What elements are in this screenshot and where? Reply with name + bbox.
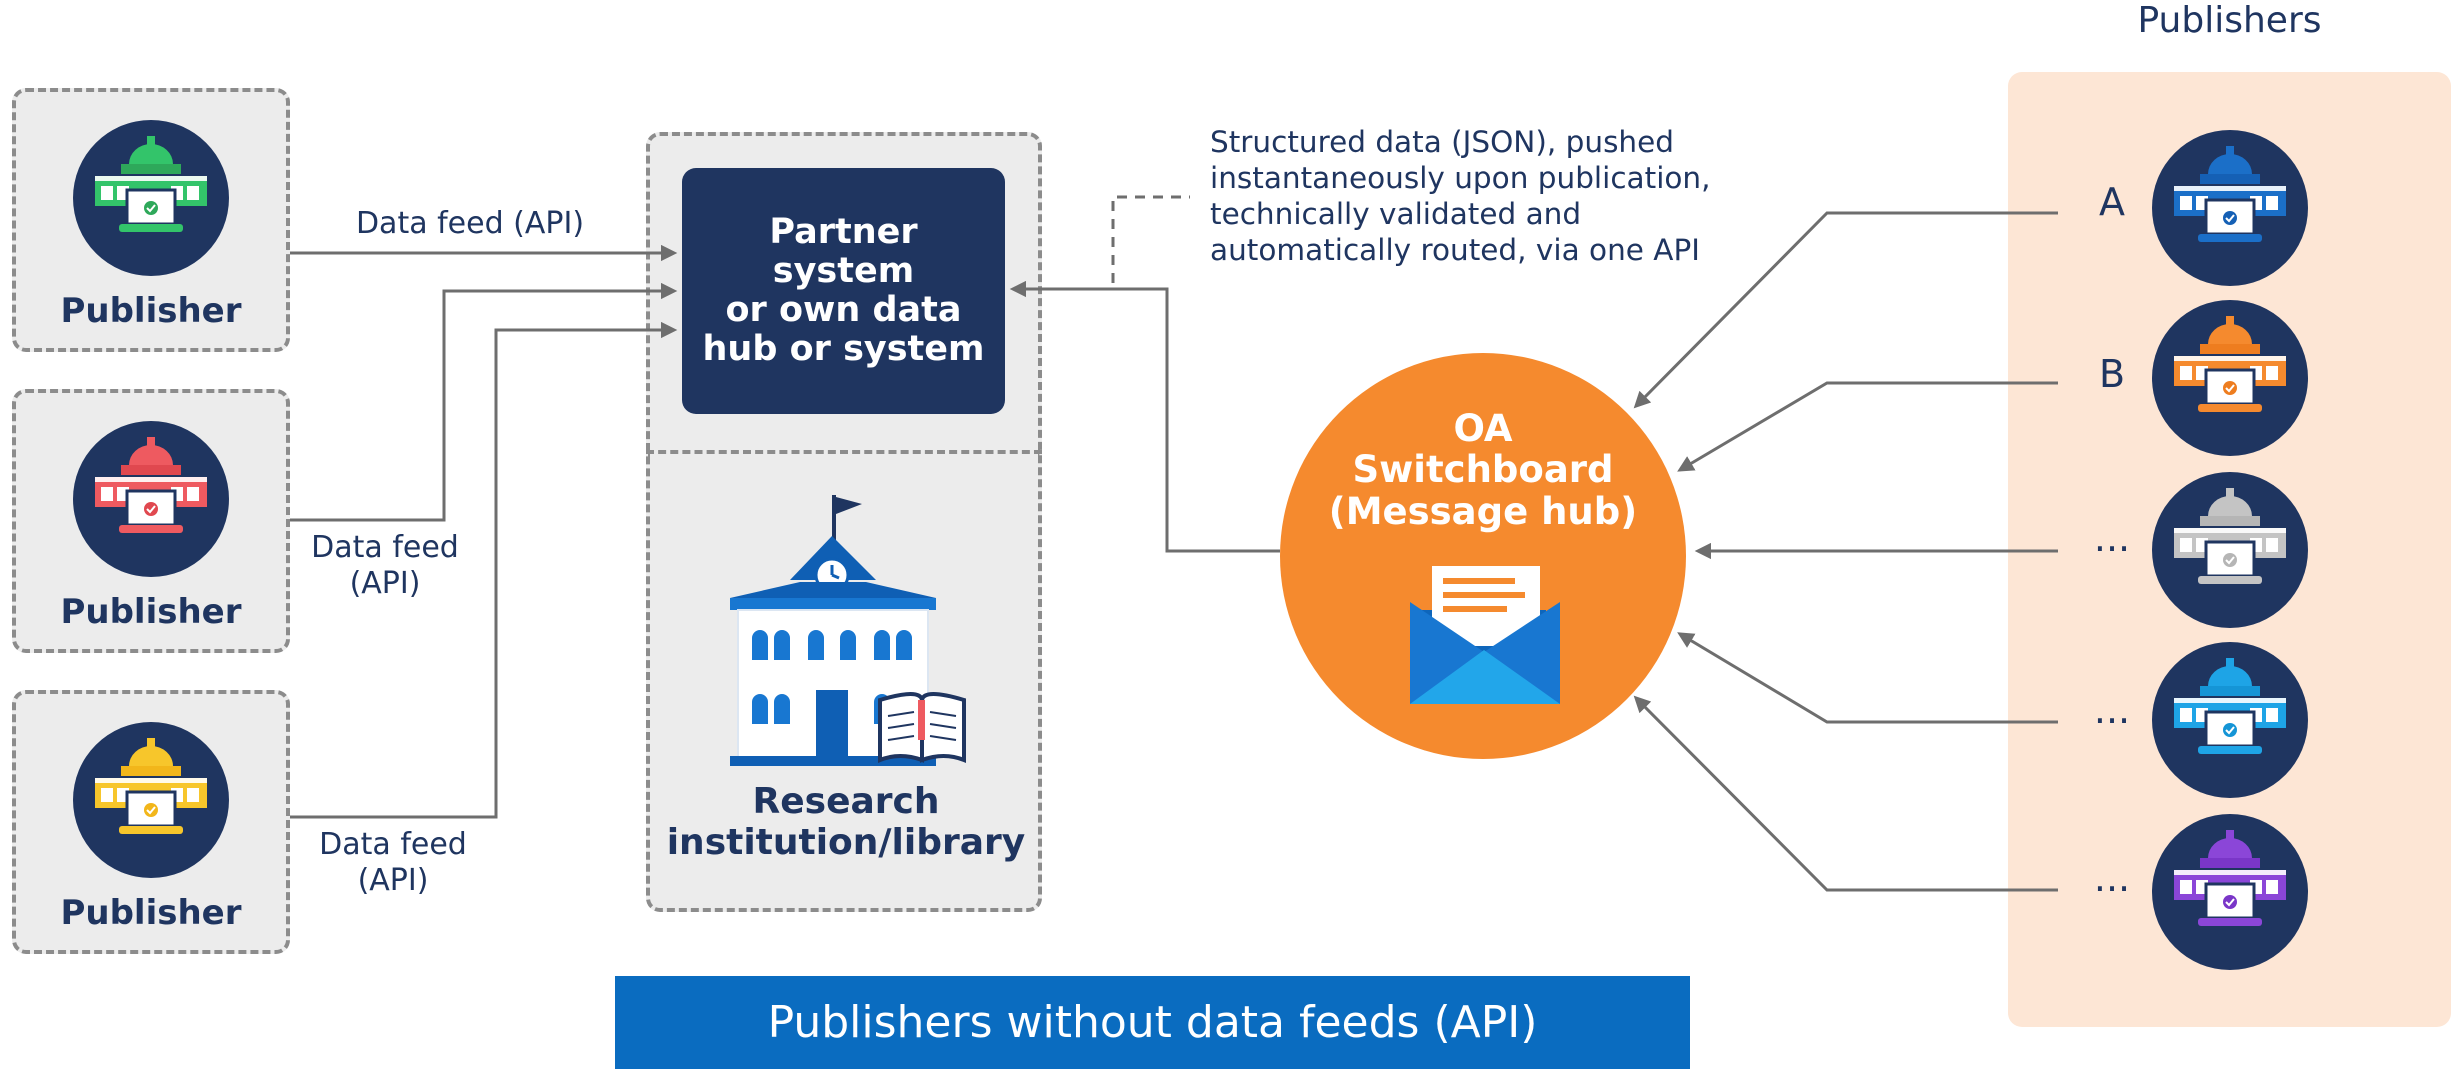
partner-system-box: Partner system or own data hub or system xyxy=(682,168,1005,414)
university-icon xyxy=(730,495,966,766)
feed-label-bottom-line1: Data feed xyxy=(319,827,467,862)
publishers-without-feeds-banner: Publishers without data feeds (API) xyxy=(615,976,1690,1069)
hub-title: OA Switchboard (Message hub) xyxy=(1280,407,1686,533)
publisher-letter-a: A xyxy=(2099,180,2125,224)
feed-label-middle: Data feed (API) xyxy=(290,530,480,602)
publisher-icon-left-3 xyxy=(73,722,229,878)
publisher-letter-b: B xyxy=(2098,352,2126,396)
publisher-icons xyxy=(73,120,2308,970)
note-leader xyxy=(1111,195,1190,283)
publisher-letter-d: ... xyxy=(2093,688,2131,732)
feed-label-top: Data feed (API) xyxy=(355,206,585,241)
envelope-icon xyxy=(1410,566,1560,704)
feed-label-middle-line2: (API) xyxy=(349,566,421,601)
publisher-icon-right-4 xyxy=(2152,642,2308,798)
hub-title-line1: OA xyxy=(1453,407,1513,450)
note-line3: technically validated and xyxy=(1210,196,1582,231)
note-line1: Structured data (JSON), pushed xyxy=(1210,125,1675,159)
partner-text-line3: hub or system xyxy=(702,329,985,370)
hub-title-line3: (Message hub) xyxy=(1328,489,1638,533)
feed-label-middle-line1: Data feed xyxy=(311,530,459,565)
publisher-icon-left-1 xyxy=(73,120,229,276)
pub-b-arrow xyxy=(1677,381,2058,472)
hub-to-partner-arrow xyxy=(1009,280,1280,553)
hub-title-line2: Switchboard xyxy=(1352,448,1614,492)
publisher-label-1: Publisher xyxy=(60,291,242,331)
note-line4: automatically routed, via one API xyxy=(1210,232,1700,267)
note-line2: instantaneously upon publication, xyxy=(1210,160,1711,195)
publisher-icon-left-2 xyxy=(73,421,229,577)
research-line2: institution/library xyxy=(666,822,1026,864)
publisher-letter-e: ... xyxy=(2093,856,2131,900)
publisher-letter-c: ... xyxy=(2093,516,2131,560)
publisher-icon-right-3 xyxy=(2152,472,2308,628)
feed-arrow-3 xyxy=(290,321,678,819)
publisher-icon-right-1 xyxy=(2152,130,2308,286)
partner-text-line1: Partner system xyxy=(769,211,918,291)
book-icon xyxy=(878,692,966,763)
publisher-label-3: Publisher xyxy=(60,893,242,933)
publisher-icon-right-2 xyxy=(2152,300,2308,456)
publisher-icon-right-5 xyxy=(2152,814,2308,970)
partner-text-line2: or own data xyxy=(725,290,962,330)
research-institution-label: Research institution/library xyxy=(650,781,1042,864)
pub-d-arrow xyxy=(1677,632,2058,724)
structured-data-note: Structured data (JSON), pushed instantan… xyxy=(1210,125,1770,269)
pub-a-arrow xyxy=(1633,211,2058,409)
pub-e-arrow xyxy=(1633,695,2058,892)
feed-arrow-2 xyxy=(290,282,678,522)
publisher-label-2: Publisher xyxy=(60,592,242,632)
publishers-panel-title: Publishers xyxy=(2137,0,2322,41)
publisher-box-1 xyxy=(12,88,290,352)
research-line1: Research xyxy=(752,781,940,822)
feed-label-bottom: Data feed (API) xyxy=(298,827,488,899)
feed-label-bottom-line2: (API) xyxy=(357,863,429,898)
